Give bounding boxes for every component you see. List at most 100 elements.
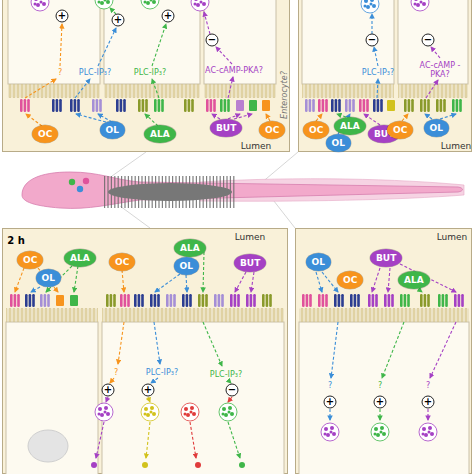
illustration-part xyxy=(190,422,196,458)
ligand-ellipse: OC xyxy=(387,121,413,139)
illustration-part xyxy=(373,99,383,112)
illustration-part xyxy=(246,294,256,307)
ligand-name: OC xyxy=(38,129,52,139)
illustration-part xyxy=(25,294,35,307)
illustration-part xyxy=(120,294,130,307)
ligand-name: OL xyxy=(42,273,55,283)
ligand-name: OL xyxy=(106,125,119,135)
illustration-part xyxy=(216,47,232,64)
ligand-name: ALA xyxy=(180,243,200,253)
illustration-part xyxy=(141,403,159,421)
illustration-part xyxy=(206,99,216,112)
illustration-part xyxy=(302,0,394,84)
illustration-part xyxy=(154,99,164,112)
illustration-part xyxy=(69,179,75,185)
illustration-part xyxy=(236,100,244,111)
illustration-part xyxy=(116,99,126,112)
cells-top-right xyxy=(302,0,468,98)
illustration-part xyxy=(8,84,100,98)
ligand-ellipse: OL xyxy=(326,134,351,152)
illustration-part xyxy=(20,99,30,112)
illustration-part xyxy=(387,100,395,111)
ligand-ellipse: OL xyxy=(100,121,125,139)
illustration-part xyxy=(398,84,468,98)
illustration-part xyxy=(204,0,276,84)
illustration-part xyxy=(40,294,50,307)
illustration-part xyxy=(75,79,90,98)
illustration-part xyxy=(411,0,429,11)
illustration-part xyxy=(368,294,378,307)
illustration-part xyxy=(374,47,378,66)
illustration-part xyxy=(77,186,83,192)
illustration-part xyxy=(321,423,339,441)
ligand-ellipse: BUT xyxy=(370,249,402,267)
ligand-ellipse: BUT xyxy=(210,119,242,137)
illustration-part xyxy=(318,99,328,112)
illustration-part xyxy=(95,0,113,9)
illustration-part xyxy=(118,322,124,364)
illustration-part xyxy=(262,100,270,111)
illustration-part xyxy=(426,80,438,98)
illustration-part xyxy=(371,423,389,441)
illustration-part xyxy=(152,79,159,98)
ligand-name: BUT xyxy=(240,258,260,268)
larva-illustration xyxy=(22,152,464,228)
ligand-name: OC xyxy=(343,275,357,285)
illustration-part xyxy=(166,294,176,307)
illustration-part xyxy=(239,462,245,468)
illustration-part xyxy=(6,308,98,322)
illustration-part xyxy=(181,403,199,421)
illustration-part xyxy=(141,0,159,9)
effect-sign: + xyxy=(374,396,387,409)
pathway-label: PLC-IP₃? xyxy=(362,68,394,77)
ligand-ellipse: OC xyxy=(109,253,135,271)
illustration-part xyxy=(299,308,469,322)
illustration-part xyxy=(112,152,146,176)
illustration-part xyxy=(146,422,150,458)
pathway-label: ? xyxy=(328,381,332,390)
ligand-name: ALA xyxy=(70,253,90,263)
illustration-part xyxy=(438,294,448,307)
pathway-label: AC-cAMP -PKA? xyxy=(418,61,462,79)
effect-sign: + xyxy=(162,10,175,23)
illustration-part xyxy=(454,294,464,307)
effect-sign: + xyxy=(112,14,125,27)
illustration-part xyxy=(83,178,89,184)
illustration-part xyxy=(91,462,97,468)
illustration-part xyxy=(195,462,201,468)
ligand-ellipse: OL xyxy=(174,257,199,275)
illustration-part xyxy=(102,322,284,474)
illustration-part xyxy=(379,409,380,420)
effect-sign: + xyxy=(102,384,115,397)
illustration-part xyxy=(329,409,330,420)
illustration-part xyxy=(431,47,440,58)
illustration-part xyxy=(404,99,414,112)
illustration-part xyxy=(22,172,463,208)
illustration-part xyxy=(60,24,62,66)
ligand-ellipse: OL xyxy=(306,253,331,271)
cell-type-label: Enterocyte? xyxy=(280,71,289,119)
pathway-label: ? xyxy=(378,381,382,390)
illustration-part xyxy=(120,206,150,228)
ligand-ellipse: ALA xyxy=(64,249,96,267)
illustration-part xyxy=(318,294,328,307)
illustration-part xyxy=(334,294,344,307)
ligand-name: OC xyxy=(393,125,407,135)
ligand-name: ALA xyxy=(150,129,170,139)
vesicles-bottom xyxy=(91,403,437,468)
illustration-part xyxy=(203,322,222,366)
illustration-part xyxy=(419,423,437,441)
illustration-part xyxy=(249,100,257,111)
illustration-part xyxy=(151,378,158,383)
illustration-part xyxy=(420,99,430,112)
effect-sign: + xyxy=(324,396,337,409)
ligand-ellipse: OC xyxy=(259,121,285,139)
ligand-ellipse: OL xyxy=(36,269,61,287)
illustration-part xyxy=(427,409,428,420)
illustration-part xyxy=(345,99,355,112)
ligand-name: BUT xyxy=(216,123,236,133)
ligand-name: OC xyxy=(309,125,323,135)
illustration-part xyxy=(152,24,166,66)
illustration-part xyxy=(10,294,20,307)
